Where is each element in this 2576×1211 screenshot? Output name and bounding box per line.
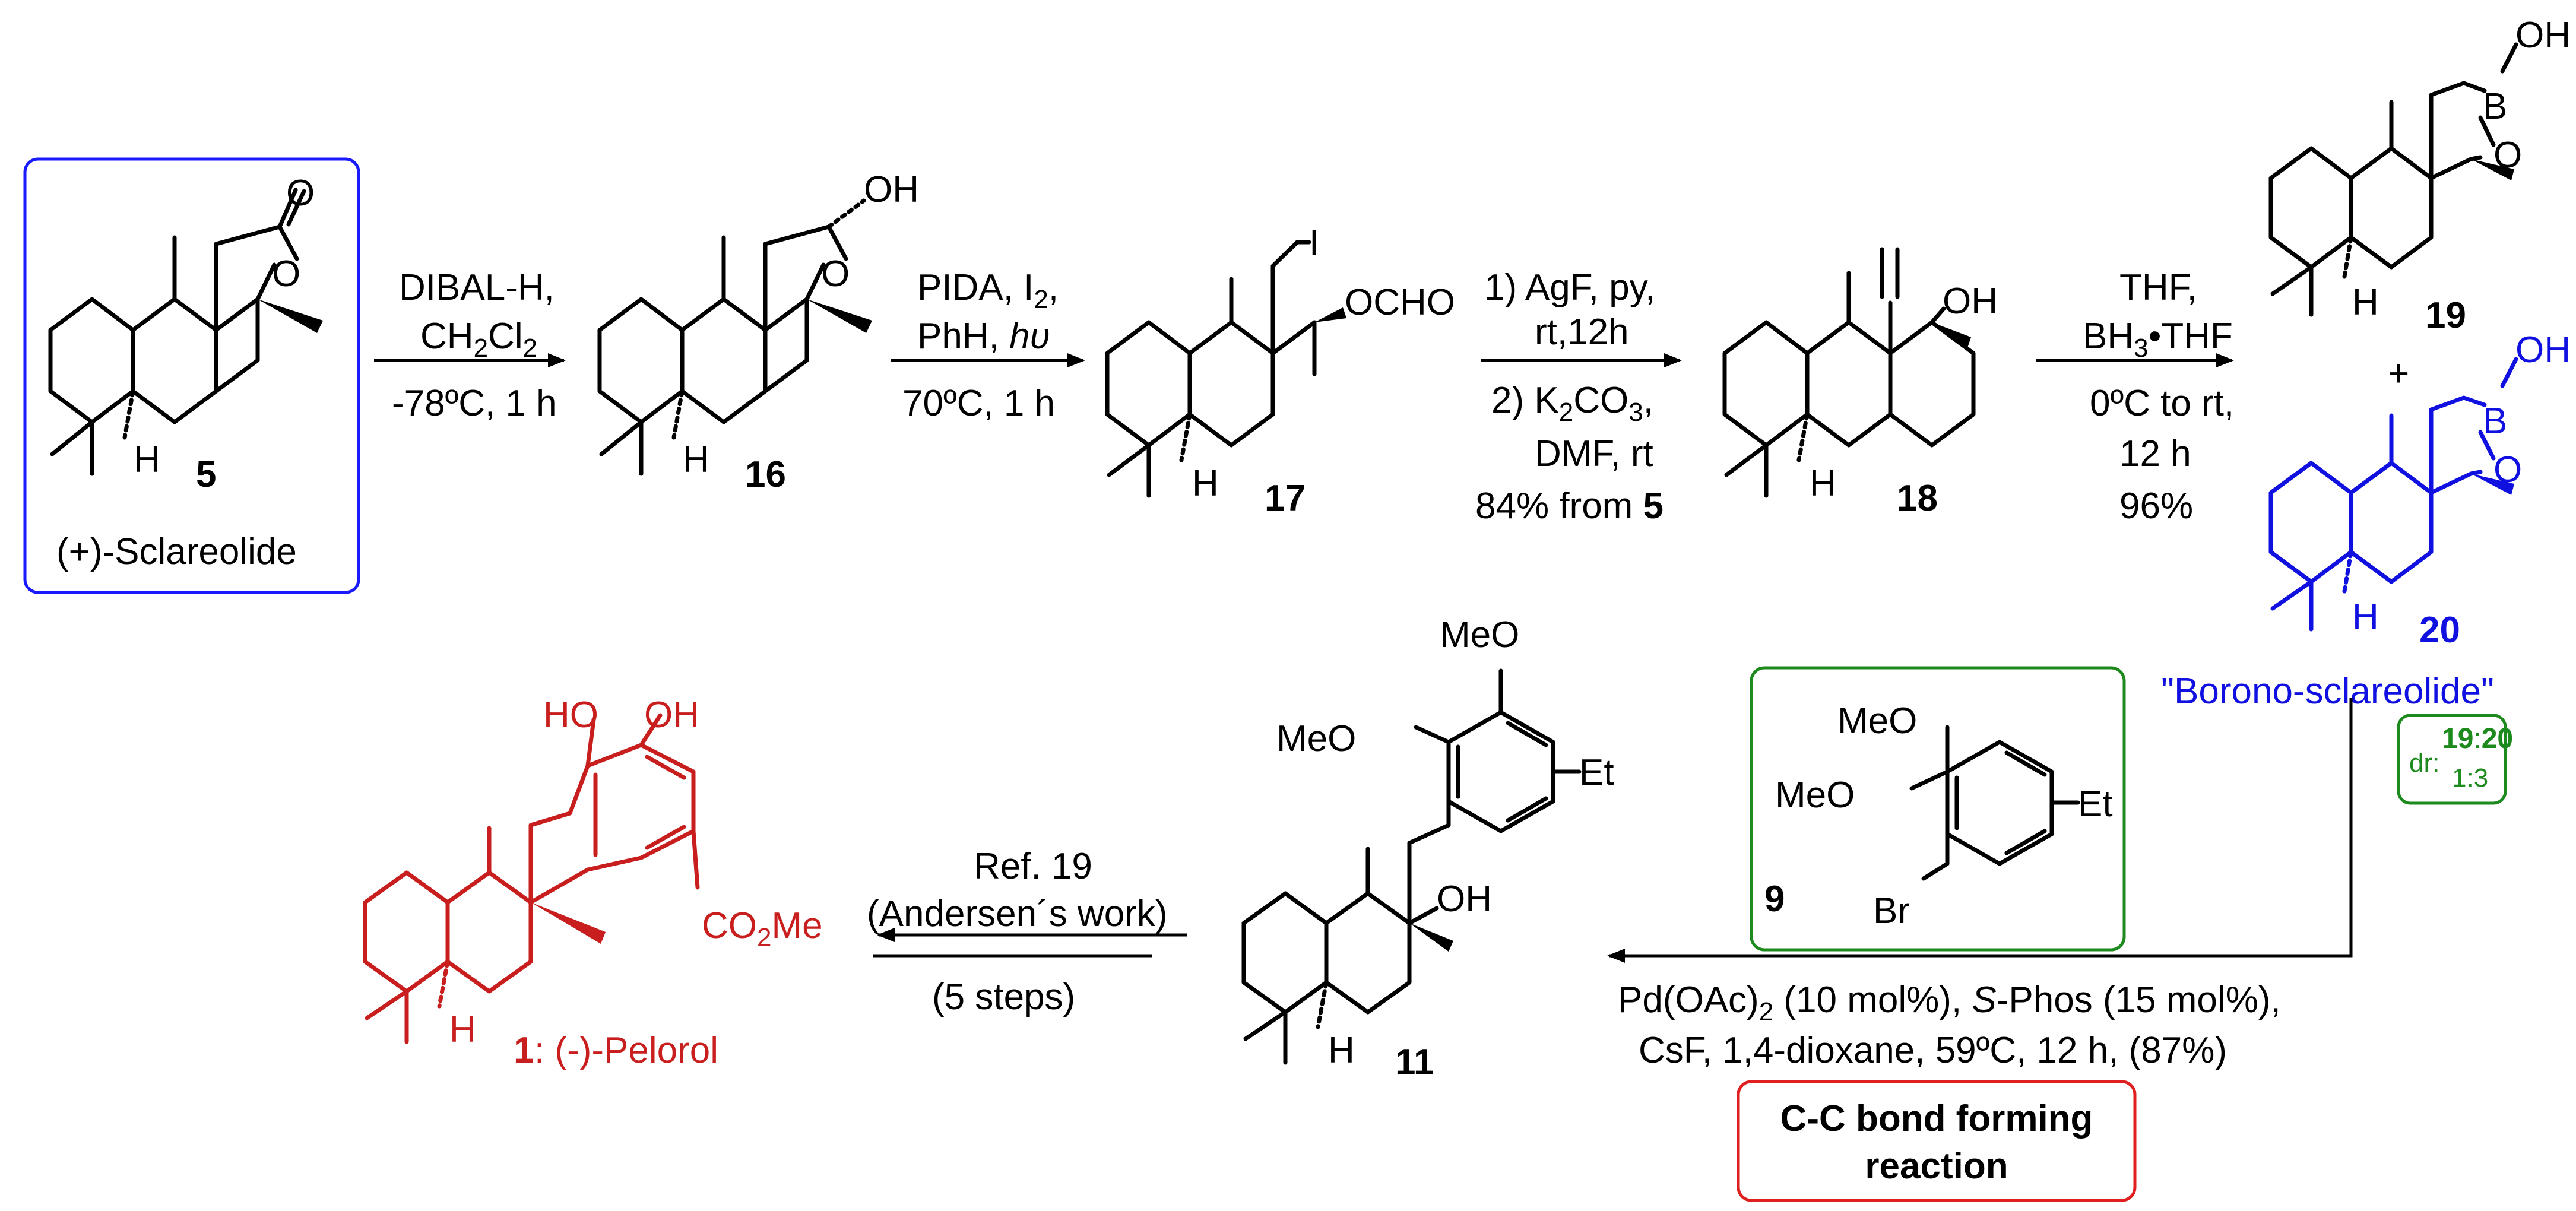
step-5-line-1: Pd(OAc)2 (10 mol%), S-Phos (15 mol%),	[1618, 979, 2281, 1026]
step-3-line-1: 1) AgF, py,	[1484, 267, 1655, 308]
c5-ring-oxygen: O	[272, 253, 300, 294]
step-4-line-2: BH3•THF	[2083, 316, 2233, 363]
c1-hydroxyl-1: HO	[543, 695, 598, 736]
dr-label: dr:	[2409, 749, 2439, 778]
c9-methoxy-1: MeO	[1837, 700, 1917, 741]
compound-9-number: 9	[1764, 879, 1785, 920]
cc-bond-badge	[1737, 1080, 2137, 1202]
dr-ratio: 1:3	[2452, 763, 2488, 792]
compound-18-number: 18	[1897, 478, 1938, 519]
step-1-reduction: DIBAL-H, CH2Cl2 -78ºC, 1 h	[374, 267, 566, 424]
step-4-line-1: THF,	[2119, 267, 2197, 308]
step-6-line-2: (Andersen´s work)	[867, 893, 1167, 934]
compound-19-number: 19	[2425, 295, 2466, 336]
compound-9-aryl-bromide: MeO MeO Et Br 9	[1750, 666, 2126, 952]
compound-18: OH H 18	[1722, 247, 1998, 519]
diastereomeric-ratio-box: dr: 19:20 1:3	[2397, 714, 2513, 805]
c18-hydroxyl: OH	[1943, 281, 1998, 322]
c20-boron: B	[2483, 401, 2507, 442]
c19-hydrogen: H	[2352, 282, 2379, 323]
step-3-line-5: 84% from 5	[1475, 486, 1664, 527]
compound-5-sclareolide: O O H 5 (+)-Sclareolide	[23, 157, 360, 594]
step-4-hydroboration: THF, BH3•THF 0ºC to rt, 12 h 96%	[2036, 267, 2234, 527]
step-3-line-3: 2) K2CO3,	[1491, 380, 1653, 427]
compound-5-number: 5	[196, 454, 216, 495]
dr-box-border	[2397, 714, 2507, 805]
sclareolide-highlight-box	[23, 157, 360, 594]
c16-hydroxyl: OH	[864, 169, 919, 210]
c20-hydrogen: H	[2352, 597, 2379, 638]
c5-hydrogen: H	[134, 439, 160, 480]
c19-oxygen: O	[2493, 135, 2522, 176]
step-4-line-3: 0ºC to rt,	[2090, 383, 2234, 424]
c17-hydrogen: H	[1192, 463, 1219, 504]
step-1-line-3: -78ºC, 1 h	[392, 383, 557, 424]
c17-formate: OCHO	[1345, 282, 1455, 323]
c16-hydrogen: H	[683, 439, 709, 480]
c19-boron: B	[2483, 86, 2507, 127]
compound-20-borono-sclareolide: OH B O H 20 "Borono-sclareolide"	[2161, 329, 2571, 712]
compound-1-number: 1	[514, 1030, 534, 1071]
c11-hydroxyl: OH	[1437, 879, 1492, 920]
step-2-line-1: PIDA, I2,	[917, 267, 1059, 314]
step-2-line-3: 70ºC, 1 h	[902, 383, 1055, 424]
compound-1-name: : (-)-Pelorol	[534, 1030, 718, 1071]
c17-iodine: I	[1309, 223, 1319, 264]
compound-16-number: 16	[745, 454, 786, 495]
c18-hydrogen: H	[1810, 463, 1836, 504]
c9-bromine: Br	[1873, 890, 1910, 931]
compound-19: OH B O H 19	[2268, 15, 2571, 336]
compound-9-box	[1750, 666, 2126, 952]
c1-ester: CO2Me	[702, 905, 823, 952]
step-3-line-4: DMF, rt	[1535, 433, 1653, 474]
step-5-suzuki-coupling: Pd(OAc)2 (10 mol%), S-Phos (15 mol%), Cs…	[1618, 979, 2281, 1202]
c11-methoxy-1: MeO	[1440, 614, 1519, 655]
compound-11-number: 11	[1395, 1042, 1434, 1083]
c11-methoxy-2: MeO	[1276, 718, 1356, 759]
compound-17: I OCHO H 17	[1105, 223, 1455, 519]
c20-hydroxyl: OH	[2515, 329, 2571, 370]
cc-bond-badge-line-2: reaction	[1865, 1146, 2008, 1187]
c20-oxygen: O	[2493, 449, 2522, 490]
c5-carbonyl-oxygen: O	[286, 173, 315, 214]
compound-20-number: 20	[2419, 610, 2460, 651]
step-2-iodination: PIDA, I2, PhH, hυ 70ºC, 1 h	[891, 267, 1085, 424]
step-4-line-5: 96%	[2119, 486, 2193, 527]
c19-hydroxyl: OH	[2515, 15, 2571, 56]
c11-ethyl: Et	[1579, 752, 1614, 793]
step-1-line-2: CH2Cl2	[420, 316, 537, 363]
c11-hydrogen: H	[1328, 1030, 1355, 1071]
dr-compounds: 19:20	[2442, 723, 2513, 755]
step-5-line-2: CsF, 1,4-dioxane, 59ºC, 12 h, (87%)	[1639, 1030, 2227, 1071]
compound-17-number: 17	[1265, 478, 1306, 519]
step-6-line-1: Ref. 19	[974, 846, 1092, 887]
compound-20-name: "Borono-sclareolide"	[2161, 671, 2494, 712]
compound-1-pelorol: HO OH CO2Me H 1 : (-)-Pelorol	[363, 695, 823, 1071]
compound-11: MeO MeO Et OH H 11	[1241, 614, 1614, 1083]
c9-ethyl: Et	[2078, 784, 2113, 825]
c16-ring-oxygen: O	[821, 253, 850, 294]
step-2-line-2: PhH, hυ	[917, 316, 1050, 357]
cc-bond-badge-line-1: C-C bond forming	[1780, 1098, 2093, 1139]
step-3-elimination: 1) AgF, py, rt,12h 2) K2CO3, DMF, rt 84%…	[1475, 267, 1682, 527]
coupling-arrow	[1607, 698, 2353, 963]
step-6-line-3: (5 steps)	[932, 977, 1075, 1017]
step-6-andersen: Ref. 19 (Andersen´s work) (5 steps)	[867, 846, 1187, 1017]
plus-sign: +	[2388, 353, 2409, 394]
c9-methoxy-2: MeO	[1775, 775, 1855, 816]
compound-5-name: (+)-Sclareolide	[56, 531, 297, 572]
step-1-line-1: DIBAL-H,	[399, 267, 555, 308]
compound-16: OH O H 16	[597, 169, 919, 495]
c1-hydrogen: H	[449, 1009, 476, 1050]
c1-hydroxyl-2: OH	[644, 695, 699, 736]
step-3-line-2: rt,12h	[1535, 312, 1629, 353]
step-4-line-4: 12 h	[2119, 433, 2191, 474]
